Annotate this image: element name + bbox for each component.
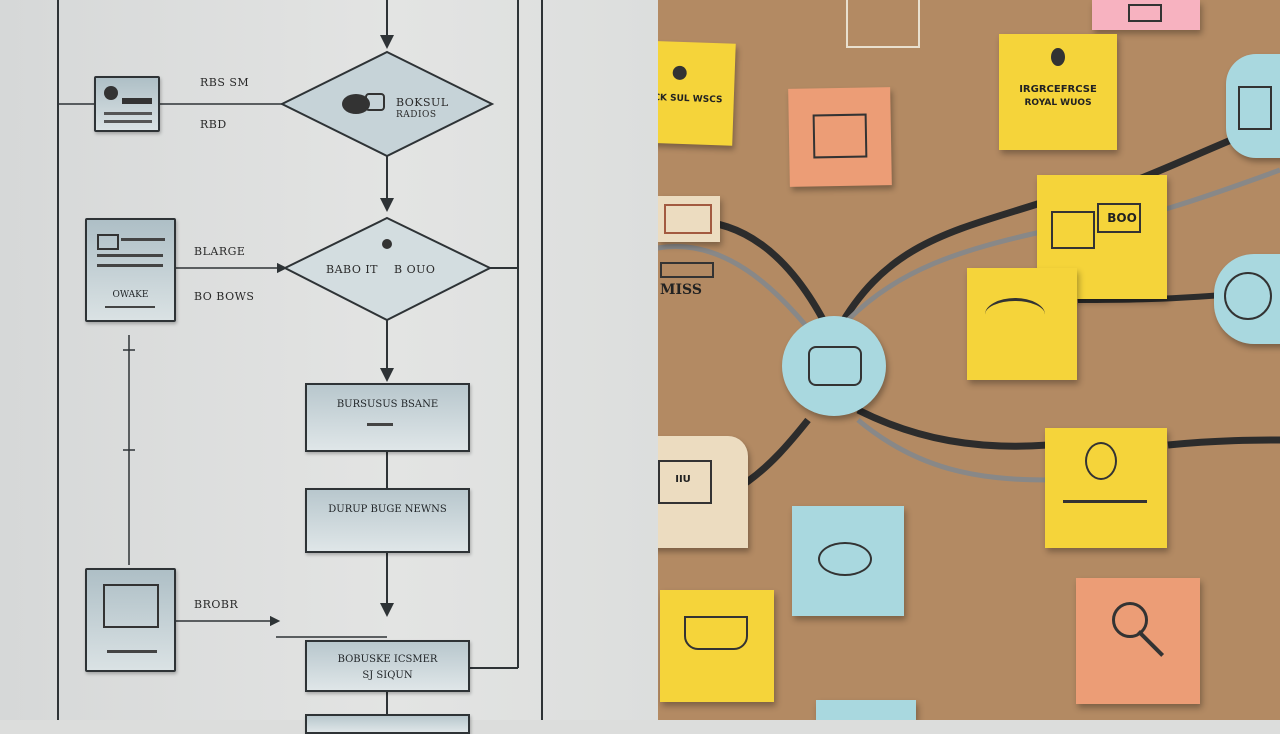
gear-icon: [104, 86, 118, 100]
sticky-note-bottom-blue: [792, 506, 904, 616]
line-icon: [97, 254, 163, 257]
sticky-note-cream-small: [658, 196, 720, 242]
sticky-note-peach-top: [788, 87, 892, 187]
magnifier-handle-icon: [1137, 630, 1165, 657]
card-icon: [1128, 4, 1162, 22]
magnifier-icon: [1112, 602, 1148, 638]
note-top-right-line-1: IRGRCEFRCSE: [1019, 84, 1097, 95]
process-2-title: DURUP BUGE NEWNS: [328, 504, 447, 515]
sketch-left-mid: MISS: [660, 262, 740, 322]
lock-icon: [1051, 48, 1065, 66]
note-top-left-text: BICK SUL WSCS: [658, 92, 723, 106]
sticky-note-top-right: IRGRCEFRCSE ROYAL WUOS: [999, 34, 1117, 150]
line-icon: [104, 120, 152, 123]
sticky-note-blue-right: [1226, 54, 1280, 158]
bag-icon: [808, 346, 862, 386]
sticky-note-cream-left: IIU: [658, 436, 748, 548]
note-bottom-center-text: IIU: [675, 474, 691, 485]
tray-icon: [660, 262, 714, 278]
image-icon: [664, 204, 712, 234]
flowchart-panel: RBS SM RBD BOKSUL RADIOS BLARGE BO BOWS …: [0, 0, 658, 734]
line-icon: [1063, 500, 1147, 503]
side-box-2-label: OWAKE: [112, 290, 149, 300]
side-label-2: RBD: [200, 118, 227, 131]
line-icon: [121, 238, 165, 241]
side-box-3: [85, 568, 176, 672]
process-box-3: BOBUSKE ICSMER SJ SIQUN: [305, 640, 470, 692]
balloon-icon: [1085, 442, 1117, 480]
sticky-note-mid-yellow: BOO: [1037, 175, 1167, 299]
bar-icon: [122, 98, 152, 104]
note-mid-yellow-text: BOO: [1107, 211, 1137, 225]
sticky-note-center-blue: [782, 316, 886, 416]
chart-icon: [103, 584, 159, 628]
side-label-4: BO BOWS: [194, 290, 255, 303]
decision-2-label-2: B OUO: [394, 263, 436, 276]
decision-1-label-2: RADIOS: [396, 110, 437, 120]
decision-1-label-1: BOKSUL: [396, 96, 449, 109]
note-left-sketch-text: MISS: [660, 282, 702, 298]
process-3-title-2: SJ SIQUN: [362, 670, 413, 681]
monitor-icon: [658, 460, 712, 504]
sticky-note-bottom-peach: [1076, 578, 1200, 704]
process-box-2: DURUP BUGE NEWNS: [305, 488, 470, 553]
line-icon: [104, 112, 152, 115]
side-label-5: BROBR: [194, 598, 239, 611]
sticky-note-bottom-edge: [816, 700, 916, 720]
side-label-3: BLARGE: [194, 245, 246, 258]
sticky-note-pink: [1092, 0, 1200, 30]
line-icon: [107, 650, 157, 653]
sticky-note-blue-far-right: [1214, 254, 1280, 344]
side-box-2: OWAKE: [85, 218, 176, 322]
sticky-note-mid-left-yellow: [967, 268, 1077, 380]
side-box-1: [94, 76, 160, 132]
turtle-icon: [985, 298, 1045, 331]
sketch-drawing: [846, 0, 920, 48]
cart-icon: [684, 616, 748, 650]
monitor-icon: [1051, 211, 1095, 249]
decision-diamond-1: [279, 50, 495, 158]
line-icon: [367, 423, 393, 426]
decision-diamond-2: [282, 216, 493, 322]
globe-icon: [1224, 272, 1272, 320]
process-3-title-1: BOBUSKE ICSMER: [337, 654, 438, 665]
process-1-title: BURSUSUS BSANE: [336, 399, 439, 410]
sticky-note-top-left: BICK SUL WSCS: [658, 40, 736, 146]
note-top-right-line-2: ROYAL WUOS: [1024, 98, 1092, 108]
decision-2-label-1: BABO IT: [326, 263, 379, 276]
sticky-note-board: BICK SUL WSCS IRGRCEFRCSE ROYAL WUOS MIS…: [658, 0, 1280, 720]
side-label-1: RBS SM: [200, 76, 250, 89]
line-icon: [97, 264, 163, 267]
printer-icon: [1238, 86, 1272, 130]
cooking-icon: [818, 542, 872, 576]
person-icon: [672, 65, 687, 81]
sticky-note-bottom-left-yellow: [660, 590, 774, 702]
line-icon: [105, 306, 155, 308]
process-box-4: [305, 714, 470, 734]
process-box-1: BURSUSUS BSANE: [305, 383, 470, 452]
sticky-note-bottom-right-yellow: [1045, 428, 1167, 548]
screen-icon: [1097, 203, 1141, 233]
document-icon: [812, 113, 868, 159]
window-icon: [97, 234, 119, 250]
